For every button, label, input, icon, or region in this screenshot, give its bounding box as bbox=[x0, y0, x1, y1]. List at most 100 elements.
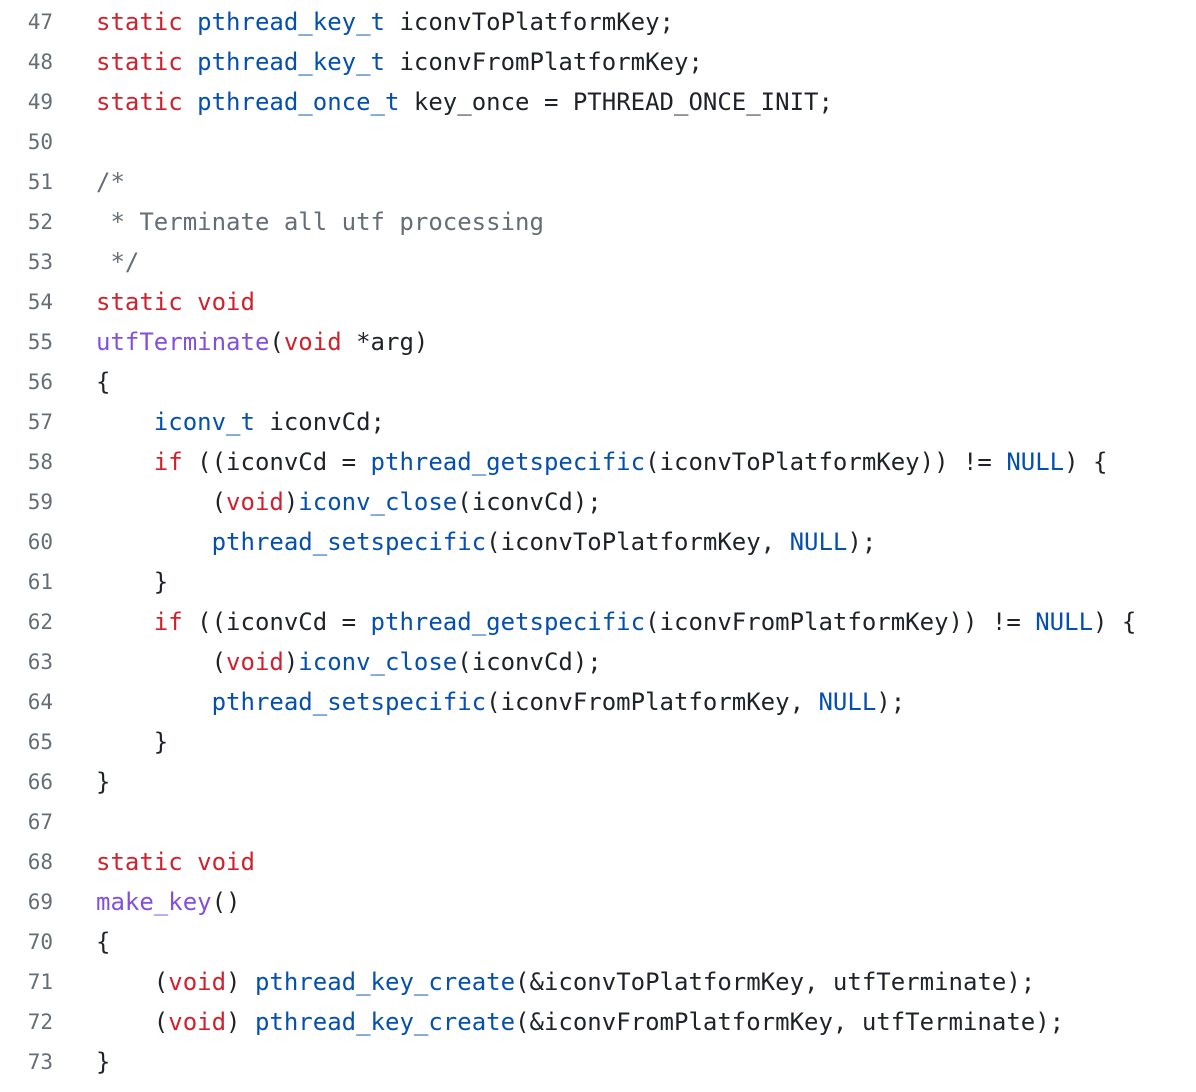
code-token-plain: (iconvFromPlatformKey)) != bbox=[645, 608, 1036, 636]
line-number[interactable]: 72 bbox=[27, 1010, 53, 1034]
code-token-keyword: static bbox=[96, 848, 183, 876]
code-token-entity: pthread_key_t bbox=[197, 8, 385, 36]
code-token-plain: () bbox=[211, 888, 241, 916]
code-token-entity: pthread_key_create bbox=[254, 1008, 516, 1036]
code-token-plain: ((iconvCd = bbox=[182, 608, 371, 636]
code-token-function: utfTerminate bbox=[96, 328, 270, 356]
code-token-plain bbox=[96, 408, 154, 436]
code-token-plain: (iconvFromPlatformKey, bbox=[486, 688, 819, 716]
code-token-plain bbox=[183, 288, 197, 316]
code-text: if ((iconvCd = pthread_getspecific(iconv… bbox=[53, 442, 1108, 482]
code-token-plain: iconvFromPlatformKey; bbox=[385, 48, 703, 76]
code-token-plain: } bbox=[96, 568, 169, 596]
code-line: 50 bbox=[0, 122, 1196, 162]
code-token-entity: NULL bbox=[1006, 448, 1065, 476]
code-token-keyword: static bbox=[96, 48, 183, 76]
line-number[interactable]: 69 bbox=[27, 890, 53, 914]
line-number[interactable]: 65 bbox=[27, 730, 53, 754]
code-token-entity: pthread_setspecific bbox=[211, 688, 487, 716]
line-number[interactable]: 66 bbox=[27, 770, 53, 794]
code-token-plain bbox=[96, 448, 154, 476]
line-number[interactable]: 67 bbox=[27, 810, 53, 834]
code-token-comment: */ bbox=[96, 248, 140, 276]
line-number[interactable]: 50 bbox=[27, 130, 53, 154]
line-number[interactable]: 70 bbox=[27, 930, 53, 954]
code-token-keyword: void bbox=[168, 968, 227, 996]
code-token-entity: pthread_getspecific bbox=[370, 608, 646, 636]
code-token-plain: ( bbox=[96, 488, 227, 516]
line-number[interactable]: 47 bbox=[27, 10, 53, 34]
code-text: if ((iconvCd = pthread_getspecific(iconv… bbox=[53, 602, 1137, 642]
code-line: 65 } bbox=[0, 722, 1196, 762]
code-token-entity: iconv_close bbox=[298, 488, 458, 516]
code-token-comment: * Terminate all utf processing bbox=[96, 208, 544, 236]
code-token-keyword: static bbox=[96, 288, 183, 316]
code-token-plain: key_once = PTHREAD_ONCE_INIT; bbox=[399, 88, 833, 116]
code-token-entity: pthread_once_t bbox=[197, 88, 400, 116]
code-text bbox=[53, 802, 96, 842]
code-line: 61 } bbox=[0, 562, 1196, 602]
code-token-plain: ((iconvCd = bbox=[182, 448, 371, 476]
code-line: 62 if ((iconvCd = pthread_getspecific(ic… bbox=[0, 602, 1196, 642]
line-number[interactable]: 62 bbox=[27, 610, 53, 634]
code-text: * Terminate all utf processing bbox=[53, 202, 544, 242]
code-token-plain: iconvToPlatformKey; bbox=[385, 8, 674, 36]
code-line: 66} bbox=[0, 762, 1196, 802]
code-text: } bbox=[53, 722, 168, 762]
line-number[interactable]: 53 bbox=[27, 250, 53, 274]
line-number[interactable]: 55 bbox=[27, 330, 53, 354]
line-number[interactable]: 58 bbox=[27, 450, 53, 474]
line-number[interactable]: 56 bbox=[27, 370, 53, 394]
line-number[interactable]: 49 bbox=[27, 90, 53, 114]
code-token-plain: ( bbox=[96, 648, 227, 676]
code-text: static void bbox=[53, 282, 255, 322]
line-number[interactable]: 73 bbox=[27, 1050, 53, 1074]
code-line: 71 (void) pthread_key_create(&iconvToPla… bbox=[0, 962, 1196, 1002]
code-line: 64 pthread_setspecific(iconvFromPlatform… bbox=[0, 682, 1196, 722]
code-token-plain: (iconvToPlatformKey)) != bbox=[645, 448, 1007, 476]
line-number[interactable]: 59 bbox=[27, 490, 53, 514]
code-token-entity: pthread_getspecific bbox=[370, 448, 646, 476]
line-number[interactable]: 61 bbox=[27, 570, 53, 594]
code-token-plain: ) bbox=[283, 488, 299, 516]
code-token-plain: (iconvCd); bbox=[457, 648, 602, 676]
line-number[interactable]: 52 bbox=[27, 210, 53, 234]
line-number[interactable]: 71 bbox=[27, 970, 53, 994]
code-line: 59 (void)iconv_close(iconvCd); bbox=[0, 482, 1196, 522]
code-token-plain: ) bbox=[226, 1008, 255, 1036]
code-text: */ bbox=[53, 242, 139, 282]
line-number[interactable]: 68 bbox=[27, 850, 53, 874]
code-line: 60 pthread_setspecific(iconvToPlatformKe… bbox=[0, 522, 1196, 562]
code-token-entity: iconv_close bbox=[298, 648, 458, 676]
code-text: } bbox=[53, 1042, 110, 1082]
line-number[interactable]: 60 bbox=[27, 530, 53, 554]
line-number[interactable]: 64 bbox=[27, 690, 53, 714]
line-number[interactable]: 51 bbox=[27, 170, 53, 194]
code-token-plain: ) bbox=[283, 648, 299, 676]
code-token-plain: ); bbox=[847, 528, 877, 556]
line-number[interactable]: 63 bbox=[27, 650, 53, 674]
line-number[interactable]: 48 bbox=[27, 50, 53, 74]
code-text bbox=[53, 122, 96, 162]
code-token-plain: ); bbox=[876, 688, 906, 716]
code-token-plain: (&iconvToPlatformKey, utfTerminate); bbox=[515, 968, 1036, 996]
code-token-keyword: void bbox=[283, 328, 342, 356]
code-token-entity: NULL bbox=[789, 528, 848, 556]
code-text: } bbox=[53, 762, 110, 802]
code-token-keyword: static bbox=[96, 8, 183, 36]
code-token-plain bbox=[96, 688, 212, 716]
line-number[interactable]: 54 bbox=[27, 290, 53, 314]
code-token-plain: ) bbox=[226, 968, 255, 996]
code-text: static pthread_once_t key_once = PTHREAD… bbox=[53, 82, 833, 122]
code-text: utfTerminate(void *arg) bbox=[53, 322, 428, 362]
code-line: 57 iconv_t iconvCd; bbox=[0, 402, 1196, 442]
code-token-keyword: if bbox=[153, 448, 183, 476]
line-number[interactable]: 57 bbox=[27, 410, 53, 434]
code-token-plain: } bbox=[96, 1048, 111, 1076]
code-token-entity: iconv_t bbox=[153, 408, 255, 436]
